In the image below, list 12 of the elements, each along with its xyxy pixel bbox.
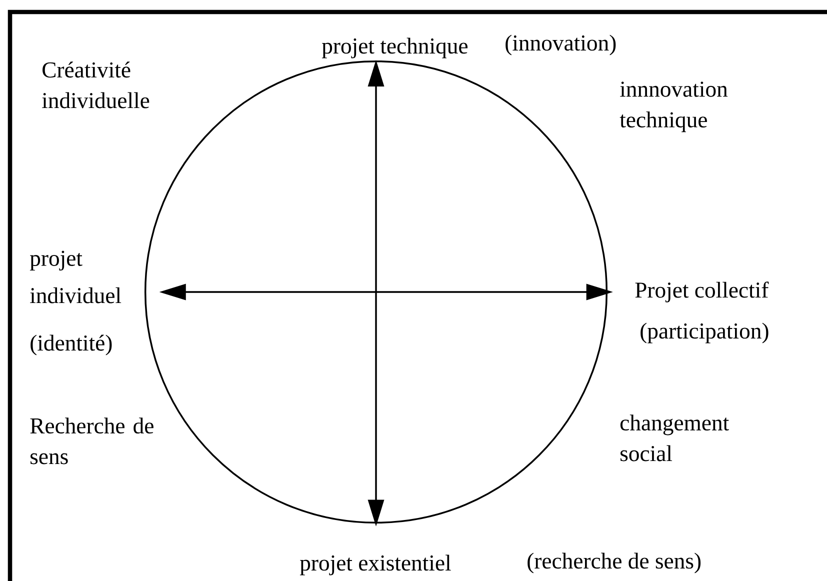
quadrant-label: Recherche de sens xyxy=(30,418,154,464)
pole-note: (identité) xyxy=(30,334,112,356)
pole-label: projet technique xyxy=(322,38,468,58)
pole-note: (recherche de sens) xyxy=(528,552,701,574)
pole-label: projet existentiel xyxy=(300,554,451,576)
quadrant-label: innnovation technique xyxy=(620,82,728,132)
pole-label: Projet collectif xyxy=(635,282,769,302)
pole-note: (innovation) xyxy=(506,34,616,56)
quadrant-label: changement social xyxy=(620,414,729,462)
quadrant-label: Créativité individuelle xyxy=(42,62,150,108)
pole-note: (participation) xyxy=(640,322,768,344)
pole-label: projet individuel xyxy=(30,250,122,304)
